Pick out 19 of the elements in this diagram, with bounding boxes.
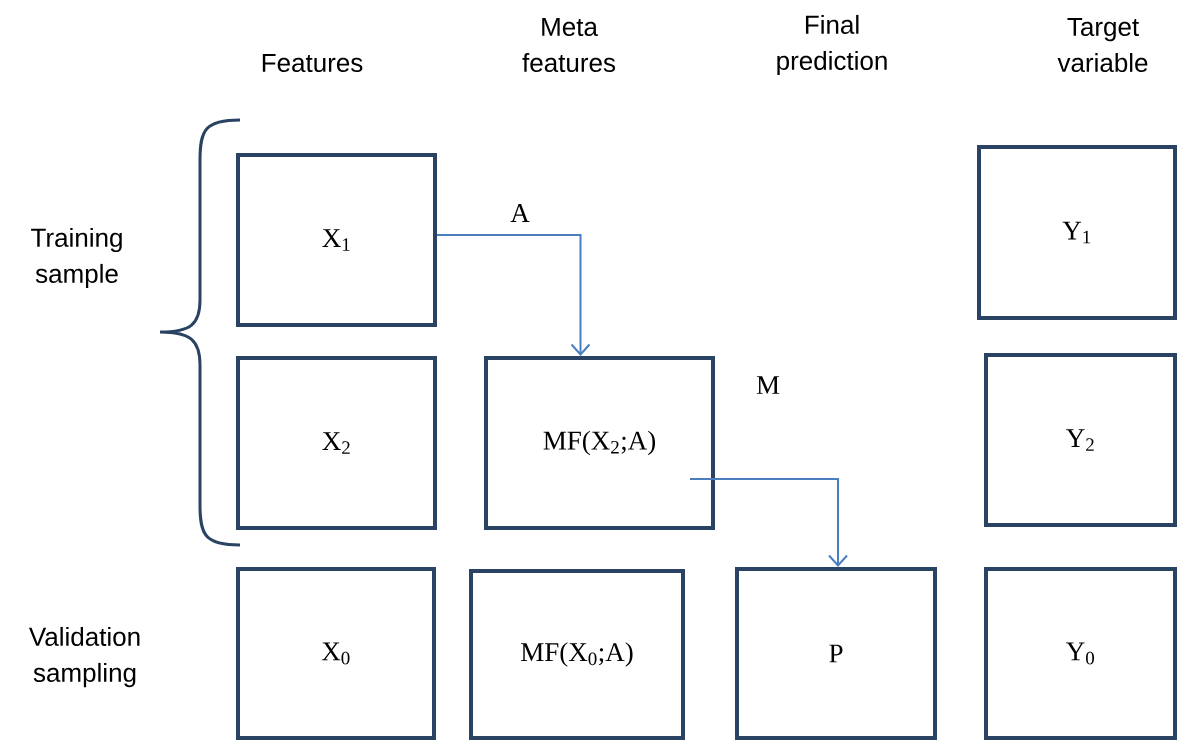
row-label: Training sample <box>31 227 122 289</box>
box: P <box>735 567 937 740</box>
edge-label: M <box>756 376 780 394</box>
column-header: Features <box>262 53 363 73</box>
column-header: Target variable <box>1057 17 1148 73</box>
box: MF(X$_{2}$;A) <box>484 356 715 530</box>
edge-label: A <box>510 204 530 222</box>
box: X$_{2}$ <box>236 356 437 530</box>
arrow <box>436 234 591 356</box>
box: X$_{1}$ <box>236 153 437 327</box>
column-header: Meta features <box>522 17 616 73</box>
row-label: Validation sampling <box>29 626 140 688</box>
box: X$_{0}$ <box>236 567 436 740</box>
box: Y$_{2}$ <box>984 353 1177 527</box>
arrow <box>689 478 848 567</box>
column-header: Final prediction <box>777 14 887 76</box>
box: MF(X$_{0}$;A) <box>469 569 685 740</box>
box: Y$_{1}$ <box>977 145 1177 320</box>
box: Y$_{0}$ <box>984 567 1177 740</box>
